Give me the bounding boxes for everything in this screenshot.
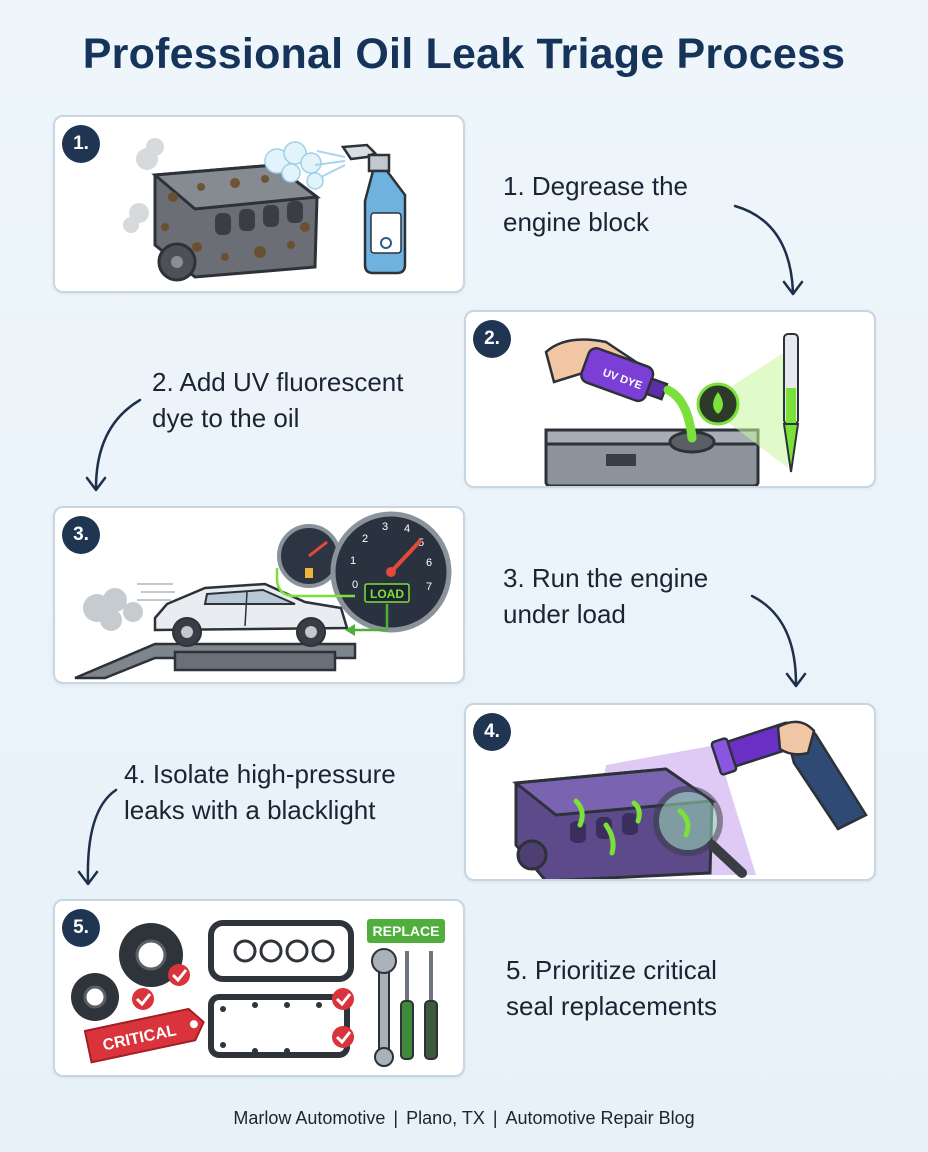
uv-dye-bottle-icon: UV DYE (544, 333, 800, 486)
dyno-car-icon: 0 1 2 3 4 5 6 7 LOAD (74, 511, 452, 680)
step-5-panel: 5. CRITICAL REPLACE (53, 899, 465, 1077)
gauge-load-label: LOAD (370, 587, 404, 601)
step-5-caption: 5. Prioritize critical seal replacements (506, 955, 717, 1021)
tach-tick: 3 (382, 521, 388, 533)
arrow-4-to-5 (86, 788, 118, 884)
step-3-panel: 3. 0 1 2 3 4 5 6 7 LOAD (53, 506, 465, 684)
footer-blog: Automotive Repair Blog (505, 1108, 695, 1128)
step-1-badge: 1. (62, 125, 100, 163)
step-4-panel: 4. (464, 703, 876, 881)
step-2-badge: 2. (473, 320, 511, 358)
gasket-seal-icon: CRITICAL REPLACE (71, 919, 445, 1067)
tach-tick: 2 (362, 533, 368, 545)
step-3-badge: 3. (62, 516, 100, 554)
tach-tick: 7 (426, 581, 432, 593)
tach-tick: 0 (352, 579, 358, 591)
footer-location: Plano, TX (406, 1108, 485, 1128)
step-1-panel: 1. (53, 115, 465, 293)
arrow-3-to-4 (750, 594, 798, 686)
blacklight-flashlight-icon (512, 720, 868, 879)
replace-tag: REPLACE (373, 923, 440, 939)
footer-separator: | (492, 1108, 498, 1128)
degreaser-spray-icon (123, 138, 407, 282)
step-1-caption: 1. Degrease the engine block (503, 171, 689, 237)
footer-separator: | (393, 1108, 399, 1128)
step-3-caption: 3. Run the engine under load (503, 563, 709, 629)
page-title: Professional Oil Leak Triage Process (82, 30, 846, 78)
tach-tick: 6 (426, 557, 432, 569)
step-4-badge: 4. (473, 713, 511, 751)
arrow-2-to-3 (94, 398, 142, 490)
tach-tick: 4 (404, 523, 410, 535)
arrow-1-to-2 (733, 204, 795, 294)
step-5-badge: 5. (62, 909, 100, 947)
tach-tick: 1 (350, 555, 356, 567)
step-2-caption: 2. Add UV fluorescent dye to the oil (152, 367, 404, 433)
tach-tick: 5 (418, 537, 424, 549)
footer: Marlow Automotive | Plano, TX | Automotive R… (0, 1108, 928, 1129)
footer-business: Marlow Automotive (233, 1108, 386, 1128)
step-4-caption: 4. Isolate high-pressure leaks with a bl… (124, 759, 396, 825)
step-2-panel: 2. UV DYE (464, 310, 876, 488)
